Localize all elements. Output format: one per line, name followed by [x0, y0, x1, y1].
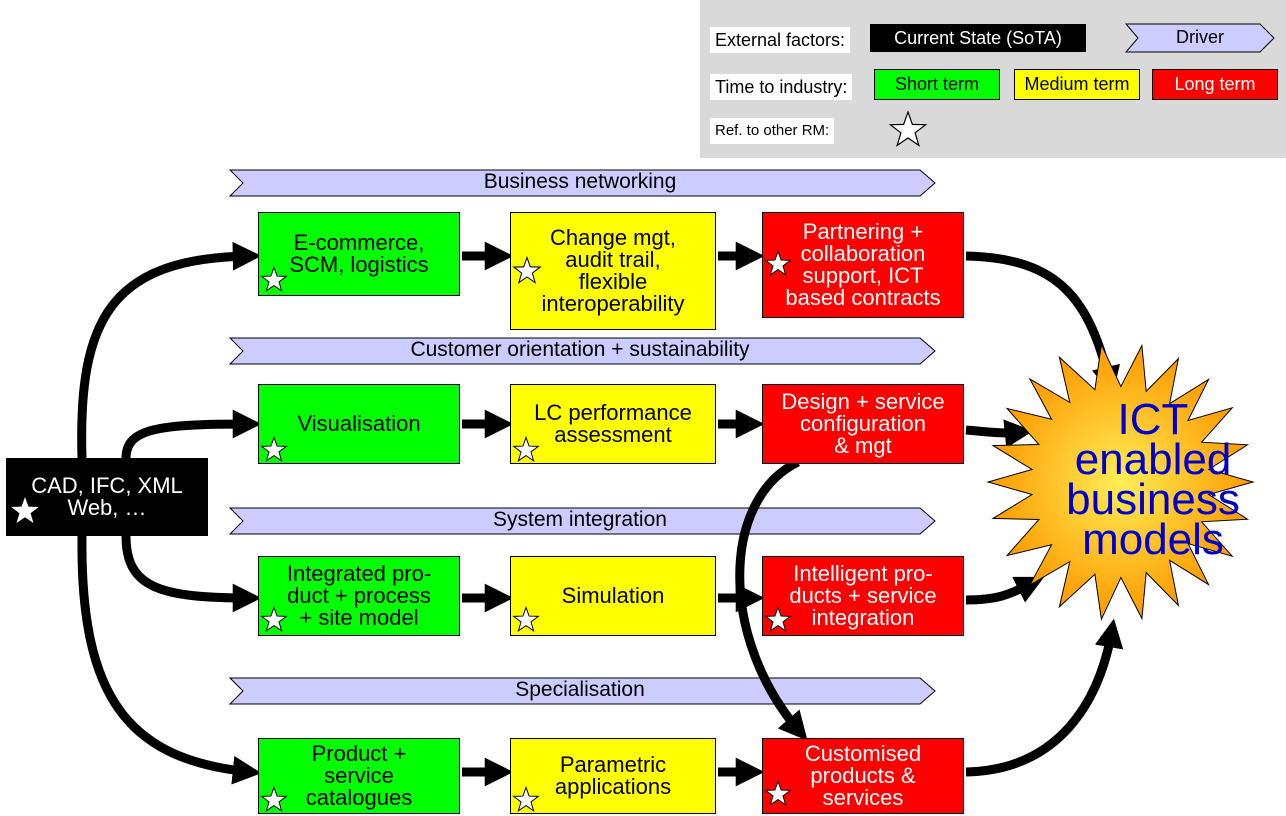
node-integrated-product-label: Integrated pro- duct + process + site mo… — [286, 561, 432, 630]
arrow-p3-goal — [965, 618, 1124, 777]
star-icon — [260, 266, 288, 292]
node-catalogues: Product + service catalogues — [258, 738, 460, 814]
node-change-mgt: Change mgt, audit trail, flexible intero… — [510, 212, 716, 330]
driver-bands — [228, 169, 936, 705]
node-visualisation: Visualisation — [258, 384, 460, 464]
arrow-s3-goal — [965, 576, 1045, 605]
connector-arrows — [77, 241, 1124, 787]
star-icon — [764, 780, 792, 806]
driver-band-business — [228, 169, 936, 197]
legend-star-icon — [888, 110, 928, 147]
star-icon — [764, 250, 792, 276]
driver-label-special: Specialisation — [515, 678, 645, 701]
star-icon — [260, 436, 288, 462]
node-lc-performance-label: LC performance assessment — [534, 400, 692, 447]
current-state-label: CAD, IFC, XML Web, … — [31, 473, 183, 520]
node-parametric-label: Parametric applications — [554, 752, 672, 799]
arrow-b3-goal — [965, 251, 1121, 396]
node-ecommerce: E-commerce, SCM, logistics — [258, 212, 460, 296]
node-ecommerce-label: E-commerce, SCM, logistics — [289, 230, 429, 277]
legend-current-state-box: Current State (SoTA) — [870, 24, 1086, 52]
arrow-current-to-customer — [121, 409, 262, 459]
node-parametric: Parametric applications — [510, 738, 716, 814]
node-integrated-product: Integrated pro- duct + process + site mo… — [258, 556, 460, 636]
legend-panel: External factors: Current State (SoTA) D… — [700, 0, 1286, 158]
node-customised: Customised products & services — [762, 738, 964, 814]
node-design-service: Design + service configuration & mgt — [762, 384, 964, 464]
driver-label-customer: Customer orientation + sustainability — [410, 338, 750, 361]
legend-ref-label: Ref. to other RM: — [710, 118, 835, 144]
star-icon — [260, 786, 288, 812]
star-icon — [512, 436, 540, 462]
star-icon — [512, 786, 540, 812]
arrow-c3-to-p3 — [735, 457, 808, 741]
node-intelligent-products: Intelligent pro- ducts + service integra… — [762, 556, 964, 636]
arrow-current-to-business — [77, 241, 262, 459]
legend-medium-term-box: Medium term — [1014, 69, 1140, 100]
goal-sun — [986, 342, 1255, 622]
driver-band-special — [228, 677, 936, 705]
driver-band-customer — [228, 337, 936, 365]
node-design-service-label: Design + service configuration & mgt — [781, 389, 945, 458]
current-state-box: CAD, IFC, XML Web, … — [6, 458, 208, 536]
driver-label-business: Business networking — [483, 170, 677, 193]
arrow-current-to-special — [77, 535, 262, 785]
legend-long-term-box: Long term — [1152, 69, 1278, 100]
star-icon — [764, 606, 792, 632]
legend-time-to-industry-label: Time to industry: — [710, 74, 853, 100]
legend-external-factors-label: External factors: — [710, 27, 851, 53]
legend-driver-chevron — [1124, 22, 1276, 54]
node-intelligent-products-label: Intelligent pro- ducts + service integra… — [789, 561, 937, 630]
chevron-icon — [1124, 23, 1275, 53]
arrow-current-to-system — [121, 535, 262, 613]
star-icon — [512, 606, 540, 632]
node-partnering: Partnering + collaboration support, ICT … — [762, 212, 964, 318]
node-partnering-label: Partnering + collaboration support, ICT … — [785, 219, 941, 310]
star-icon — [512, 256, 542, 284]
legend-driver-label: Driver — [1176, 27, 1224, 47]
legend-short-term-box: Short term — [874, 69, 1000, 100]
star-icon — [260, 606, 288, 632]
driver-label-system: System integration — [493, 508, 667, 531]
arrow-c3-goal — [965, 419, 1034, 449]
star-icon — [8, 494, 42, 526]
node-customised-label: Customised products & services — [804, 741, 922, 810]
node-lc-performance: LC performance assessment — [510, 384, 716, 464]
node-change-mgt-label: Change mgt, audit trail, flexible intero… — [541, 225, 685, 316]
node-visualisation-label: Visualisation — [297, 411, 421, 436]
node-catalogues-label: Product + service catalogues — [305, 741, 413, 810]
node-simulation-label: Simulation — [561, 583, 665, 608]
driver-band-system — [228, 507, 936, 535]
sun-burst-icon — [986, 342, 1255, 622]
goal-label: ICT enabled business models — [1066, 395, 1240, 564]
node-simulation: Simulation — [510, 556, 716, 636]
